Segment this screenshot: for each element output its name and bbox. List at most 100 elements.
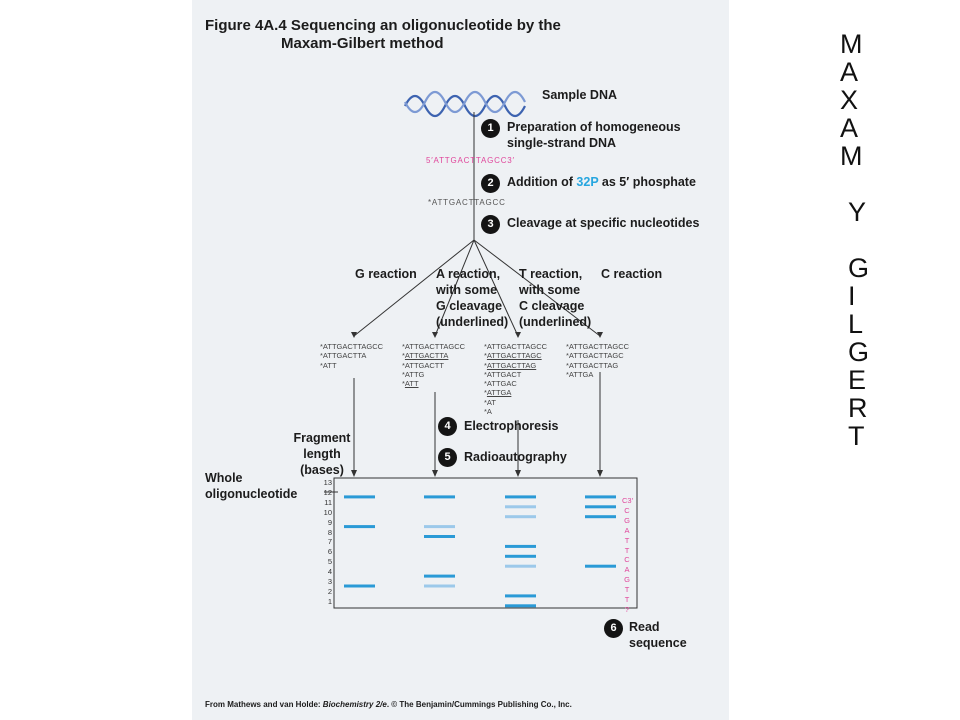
gel-tick-4: 4 [327,567,332,577]
read-letter-3: A [624,525,630,535]
step-6-line2: sequence [629,636,687,650]
read-letter-6: C [624,555,630,565]
read-letter-7: A [624,565,630,575]
reaction-label-1-line-2: G cleavage [436,299,503,313]
gel-band-lane1-pos3 [424,584,455,588]
fragment-1-0: *ATTGACTTAGCC [402,342,466,351]
fan-arrowhead-2 [515,332,521,338]
step-1-line2: single-strand DNA [507,136,617,150]
gel-tick-8: 8 [327,527,332,537]
reaction-label-1-line-0: A reaction, [436,267,501,281]
reaction-label-0-line-0: G reaction [355,267,417,281]
fragment-length-line3: (bases) [300,463,344,477]
strand-5prime: 5′ATTGACTTAGCC3′ [426,156,515,165]
gel-tick-7: 7 [327,537,332,547]
reaction-label-3-line-0: C reaction [601,267,663,281]
gel-arrowhead-3 [597,470,603,477]
credit-post: . © The Benjamin/Cummings Publishing Co.… [386,700,572,709]
side-letter-10: L [848,309,864,339]
isotope-label: 32P [576,175,599,189]
side-letter-8: G [848,253,870,283]
fragment-2-5: *ATTGA [484,388,512,398]
side-letter-14: T [848,421,865,451]
fragment-1-2: *ATTGACTT [402,360,444,370]
fragment-2-2: *ATTGACTTAG [484,360,537,370]
gel-tick-6: 6 [327,547,332,557]
read-letter-1: C [624,505,630,515]
gel-lane-arrows [351,372,603,477]
figure-title-line1: Figure 4A.4 Sequencing an oligonucleotid… [205,17,561,34]
side-letter-9: I [848,281,856,311]
step-1-badge: 1 [481,119,500,138]
gel-band-lane1-pos9 [424,525,455,529]
fragment-length-line1: Fragment [293,431,351,445]
side-letter-1: A [840,57,859,87]
fan-arrow-3 [473,239,601,337]
fragment-list-1: *ATTGACTTAGCC*ATTGACTTA*ATTGACTT*ATTG*AT… [402,342,465,388]
whole-oligo-label: Whole oligonucleotide [205,470,297,502]
fragment-3-3: *ATTGA [566,369,594,379]
fragment-2-4: *ATTGAC [484,379,517,389]
fragment-2-1: *ATTGACTTAGC [484,351,542,361]
credit-pre: From Mathews and van Holde: [205,700,323,709]
gel-band-lane0-pos9 [344,525,375,529]
gel-arrowhead-0 [351,470,357,477]
gel-band-lane2-pos6 [505,554,536,558]
side-letter-7 [840,226,920,254]
fragment-3-0: *ATTGACTTAGCC [566,342,630,351]
gel-band-lane3-pos10 [585,515,616,519]
fragment-1-4: *ATT [402,379,419,389]
reaction-label-1-line-3: (underlined) [436,315,509,329]
read-letter-5: T [624,545,630,555]
gel-bands [344,495,616,608]
side-letter-3: A [840,113,859,143]
gel-tick-5: 5 [327,557,332,567]
fragment-1-3: *ATTG [402,369,425,379]
reaction-label-2-line-3: (underlined) [519,315,592,329]
fragment-list-0: *ATTGACTTAGCC*ATTGACTTA*ATT [320,342,383,370]
step-6-line1: Read [629,620,660,634]
figure-credit: From Mathews and van Holde: Biochemistry… [205,700,572,709]
gel-band-lane2-pos2 [505,594,536,598]
fan-arrow-1 [434,239,475,337]
read-letter-2: G [624,515,630,525]
fragment-2-3: *ATTGACT [484,369,522,379]
step-2-label: Addition of 32P as 5′ phosphate [507,175,696,190]
gel-tick-12: 12 [323,487,332,497]
step-1-line1: Preparation of homogeneous [507,120,681,134]
fragment-1-1: *ATTGACTTA [402,351,449,361]
side-letter-6: Y [848,197,867,227]
side-letter-4: M [840,141,863,171]
gel-tick-11: 11 [324,497,332,507]
gel-band-lane1-pos4 [424,574,455,578]
sample-dna-label: Sample DNA [542,88,618,102]
fragment-0-2: *ATT [320,360,337,370]
step-2-badge: 2 [481,174,500,193]
gel-band-lane2-pos7 [505,544,536,548]
step-2-post: as 5′ phosphate [598,175,696,189]
reaction-label-3: C reaction [601,266,662,282]
step-5-label: Radioautography [464,450,567,464]
gel-tick-13: 13 [323,478,332,487]
dna-helix-icon [404,90,526,118]
reaction-label-2-line-0: T reaction, [519,267,583,281]
gel-band-lane2-pos11 [505,505,536,509]
figure-panel: Figure 4A.4 Sequencing an oligonucleotid… [192,0,729,720]
gel-band-lane1-pos12 [424,495,455,499]
gel-band-lane0-pos3 [344,584,375,588]
reaction-label-0: G reaction [355,266,417,282]
gel-band-lane2-pos1 [505,604,536,608]
fragment-2-7: *A [484,407,492,417]
read-letter-8: G [624,575,630,585]
side-letter-0: M [840,29,863,59]
fragment-0-1: *ATTGACTTA [320,351,367,361]
step-4-badge: 4 [438,417,457,436]
gel-box [333,477,638,609]
gel-band-lane0-pos12 [344,495,375,499]
fragment-2-0: *ATTGACTTAGCC [484,342,548,351]
fragment-3-1: *ATTGACTTAGC [566,351,624,361]
